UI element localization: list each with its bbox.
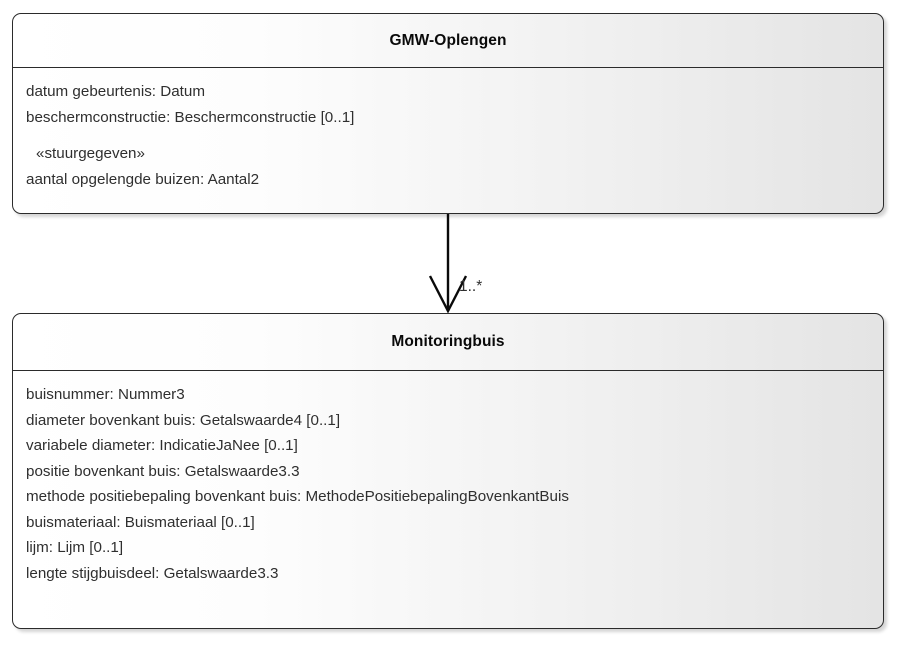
attribute-row: buismateriaal: Buismateriaal [0..1] xyxy=(26,513,255,531)
association-multiplicity-label: 1..* xyxy=(459,278,483,295)
attribute-row: diameter bovenkant buis: Getalswaarde4 [… xyxy=(26,411,341,429)
attribute-row: lijm: Lijm [0..1] xyxy=(26,539,124,556)
class-attributes-monitoringbuis: buisnummer: Nummer3 diameter bovenkant b… xyxy=(13,371,883,596)
class-attributes-gmw-oplengen: datum gebeurtenis: Datum beschermconstru… xyxy=(13,68,883,202)
class-box-monitoringbuis[interactable]: Monitoringbuis buisnummer: Nummer3 diame… xyxy=(12,313,884,629)
class-box-gmw-oplengen[interactable]: GMW-Oplengen datum gebeurtenis: Datum be… xyxy=(12,13,884,214)
attribute-row: datum gebeurtenis: Datum xyxy=(26,83,205,100)
attribute-row: variabele diameter: IndicatieJaNee [0..1… xyxy=(26,437,298,454)
attribute-row: beschermconstructie: Beschermconstructie… xyxy=(26,108,355,126)
attribute-stereotype: «stuurgegeven» xyxy=(36,145,145,162)
attribute-row: positie bovenkant buis: Getalswaarde3.3 xyxy=(26,462,300,480)
class-title-monitoringbuis: Monitoringbuis xyxy=(13,314,883,371)
attribute-row: aantal opgelengde buizen: Aantal2 xyxy=(26,170,260,188)
class-title-gmw-oplengen: GMW-Oplengen xyxy=(13,14,883,68)
attribute-row: buisnummer: Nummer3 xyxy=(26,386,185,403)
attribute-row: methode positiebepaling bovenkant buis: … xyxy=(26,488,569,505)
attribute-row: lengte stijgbuisdeel: Getalswaarde3.3 xyxy=(26,564,279,582)
